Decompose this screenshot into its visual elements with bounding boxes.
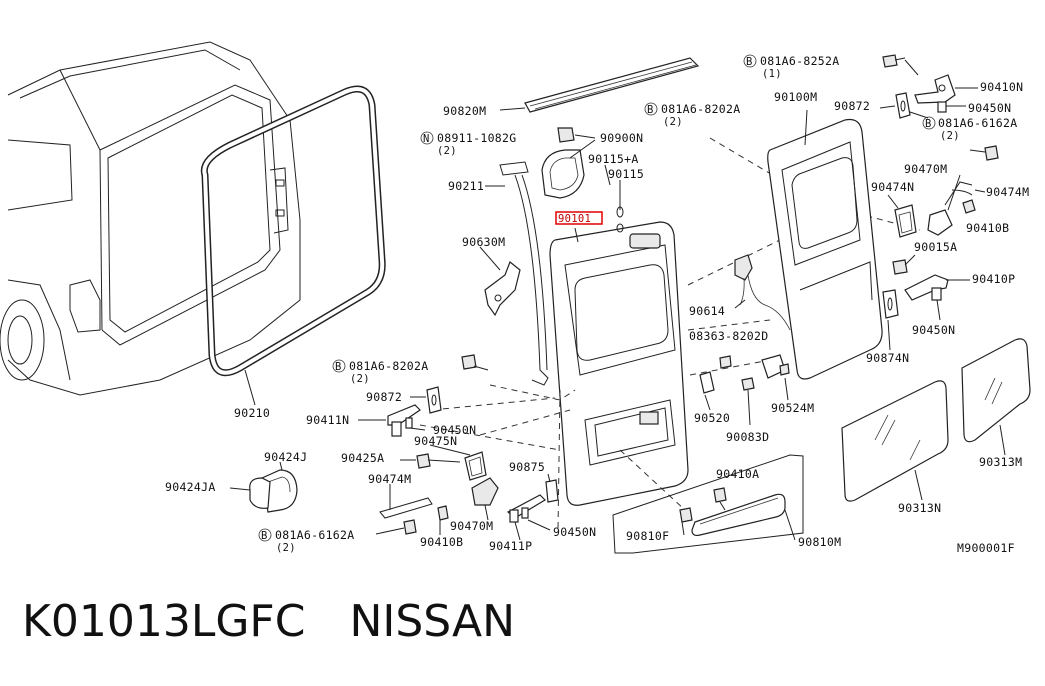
label-90475N: 90475N [414, 434, 457, 448]
label-90083D: 90083D [726, 430, 769, 444]
rear-door-right-90100M [767, 109, 883, 380]
label-circle-b-1: B [746, 56, 753, 68]
n-circle-icon [420, 131, 434, 145]
label-90115: 90115 [608, 167, 644, 181]
label-081A6-6162A-left: 081A6-6162A [275, 528, 354, 542]
label-90450N-right: 90450N [912, 323, 955, 337]
label-90411N: 90411N [306, 413, 349, 427]
label-90820M: 90820M [443, 104, 486, 118]
part-caption: K01013LGFC NISSAN [22, 596, 559, 647]
label-90810M: 90810M [798, 535, 841, 549]
label-90313N: 90313N [898, 501, 941, 515]
b-circle-icon [743, 54, 757, 68]
label-90410A: 90410A [716, 467, 759, 481]
label-circle-b-4: B [335, 361, 342, 373]
hinge-mid-right [887, 145, 999, 238]
label-circle-n: N [423, 133, 430, 145]
hinge-lower-right [882, 254, 970, 351]
hinge-upper-right [879, 54, 978, 119]
part-labels: 90820M N 08911-1082G (2) 90900N 90115+A … [165, 54, 1029, 555]
label-90524M: 90524M [771, 401, 814, 415]
b-circle-icon [922, 116, 936, 130]
label-081A6-6162A-top-qty: (2) [940, 130, 960, 142]
rod-90211 [485, 161, 549, 386]
b-circle-icon [332, 359, 346, 373]
label-90474M-top: 90474M [986, 185, 1029, 199]
label-08911-qty: (2) [437, 145, 457, 157]
label-90411P: 90411P [489, 539, 532, 553]
label-90470M-top: 90470M [904, 162, 947, 176]
label-90313M: 90313M [979, 455, 1022, 469]
label-90210: 90210 [234, 406, 270, 420]
glass-90313N [841, 380, 949, 502]
lower-left-hardware [358, 354, 499, 535]
label-90874N: 90874N [866, 351, 909, 365]
van-body-outline [0, 41, 301, 396]
label-90424JA: 90424JA [165, 480, 216, 494]
label-90425A: 90425A [341, 451, 384, 465]
label-90100M: 90100M [774, 90, 817, 104]
clip-90115 [604, 164, 624, 233]
label-081A6-8252A: 081A6-8252A [760, 54, 839, 68]
label-90410P: 90410P [972, 272, 1015, 286]
label-081A6-8202A-left-qty: (2) [350, 373, 370, 385]
label-90101: 90101 [558, 213, 591, 225]
bottom-latch-set [506, 473, 559, 541]
highlight-box-90101 [555, 211, 603, 225]
label-90450N-left: 90450N [433, 423, 476, 437]
label-90450N-bottom: 90450N [553, 525, 596, 539]
label-90520: 90520 [694, 411, 730, 425]
latch-90614 [734, 254, 791, 331]
label-90211: 90211 [448, 179, 484, 193]
label-90424J: 90424J [264, 450, 307, 464]
b-circle-icon [258, 528, 272, 542]
label-90614: 90614 [689, 304, 725, 318]
bracket-90630M [479, 246, 521, 317]
label-90115A: 90115+A [588, 152, 639, 166]
label-90810F: 90810F [626, 529, 669, 543]
label-90450N-top: 90450N [968, 101, 1011, 115]
label-90470M-left: 90470M [450, 519, 493, 533]
label-90015A: 90015A [914, 240, 957, 254]
label-90410B-left: 90410B [420, 535, 463, 549]
label-90872-left: 90872 [366, 390, 402, 404]
label-90900N: 90900N [600, 131, 643, 145]
label-90410B-top: 90410B [966, 221, 1009, 235]
label-circle-b-2: B [647, 104, 654, 116]
label-90630M: 90630M [462, 235, 505, 249]
label-90872-top: 90872 [834, 99, 870, 113]
cap-90900N [541, 127, 596, 199]
label-081A6-8202A: 081A6-8202A [661, 102, 740, 116]
label-081A6-6162A-top: 081A6-6162A [938, 116, 1017, 130]
strip-90820M [499, 57, 700, 113]
label-circle-b-5: B [261, 530, 268, 542]
rear-door-left-90101 [549, 221, 689, 506]
label-08911-1082G: 08911-1082G [437, 131, 516, 145]
label-90410N: 90410N [980, 80, 1023, 94]
bumper-90424J [229, 461, 298, 513]
label-081A6-6162A-left-qty: (2) [276, 542, 296, 554]
small-parts-middle [699, 354, 790, 426]
label-circle-b-3: B [925, 118, 932, 130]
garnish-90810M [612, 454, 804, 554]
label-08363-8202D: 08363-8202D [689, 329, 768, 343]
part-code: K01013LGFC [22, 596, 306, 647]
b-circle-icon [644, 102, 658, 116]
label-081A6-8252A-qty: (1) [762, 68, 782, 80]
weatherstrip-90210 [200, 85, 386, 406]
label-081A6-8202A-left: 081A6-8202A [349, 359, 428, 373]
label-90474M-left: 90474M [368, 472, 411, 486]
label-90474N-top: 90474N [871, 180, 914, 194]
label-90875: 90875 [509, 460, 545, 474]
label-081A6-8202A-qty: (2) [663, 116, 683, 128]
glass-90313M [961, 338, 1031, 456]
diagram-reference: M900001F [957, 541, 1015, 555]
brand-name: NISSAN [349, 596, 516, 647]
